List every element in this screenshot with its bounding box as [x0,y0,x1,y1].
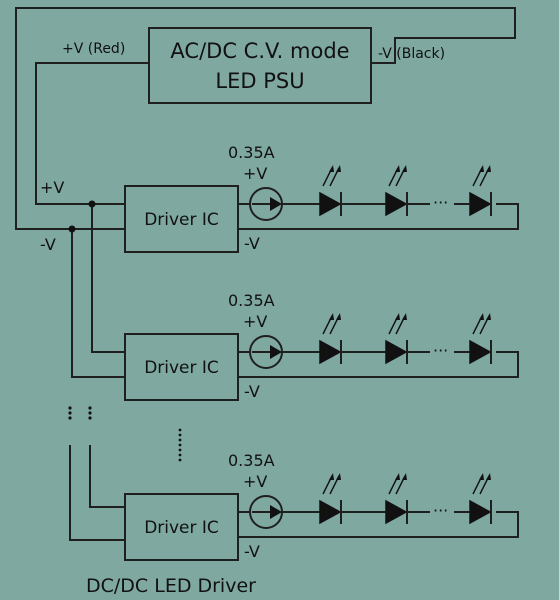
distribution-bus [68,200,125,541]
output-negative-label: -V [244,234,260,253]
led-icon [319,473,386,525]
led-icon [469,313,492,365]
led-icon [385,165,430,217]
junction-dot-negative [68,225,76,233]
led-chain-ellipsis: ··· [433,501,448,520]
led-icon [385,473,430,525]
psu-positive-wire [35,62,149,205]
bus-negative-label: -V [40,235,56,254]
driver-ic-label: Driver IC [144,358,219,378]
led-return-wire [238,511,519,538]
led-return-wire [238,203,519,230]
led-icon [385,313,430,365]
bus-continuation-dots [68,406,92,420]
psu-box [148,27,372,104]
psu-negative-wire [15,7,516,230]
current-label: 0.35A [228,451,275,470]
psu-title-line2: LED PSU [215,69,304,93]
led-icon [319,165,386,217]
driver-ic-box [124,333,239,401]
driver-stage-1: Driver IC 0.35A +V -V ··· [124,143,519,253]
bus-positive-to-driver3 [89,445,125,508]
psu-negative-label: -V (Black) [378,46,445,62]
driver-continuation-dots [178,428,182,462]
bus-negative-to-driver3 [69,445,125,541]
led-icon [469,165,492,217]
bus-negative-branch [71,229,125,378]
bus-positive-label: +V [40,178,64,197]
output-positive-label: +V [243,312,267,331]
driver-ic-box [124,493,239,561]
led-chain-ellipsis: ··· [433,193,448,212]
current-label: 0.35A [228,291,275,310]
driver-ic-box [124,185,239,253]
junction-dot-positive [88,200,96,208]
led-chain-ellipsis: ··· [433,341,448,360]
driver-ic-label: Driver IC [144,210,219,230]
bus-positive-branch [91,204,125,353]
led-icon [319,313,386,365]
output-positive-label: +V [243,164,267,183]
driver-stage-3: Driver IC 0.35A +V -V ··· [124,451,519,561]
current-label: 0.35A [228,143,275,162]
led-icon [469,473,492,525]
led-return-wire [238,351,519,378]
output-negative-label: -V [244,382,260,401]
psu-title-line1: AC/DC C.V. mode [170,39,349,63]
psu-wiring [15,7,516,230]
driver-ic-label: Driver IC [144,518,219,538]
output-positive-label: +V [243,472,267,491]
footer-label: DC/DC LED Driver [86,575,256,597]
driver-stage-2: Driver IC 0.35A +V -V ··· [124,291,519,401]
psu-positive-label: +V (Red) [62,41,125,57]
output-negative-label: -V [244,542,260,561]
